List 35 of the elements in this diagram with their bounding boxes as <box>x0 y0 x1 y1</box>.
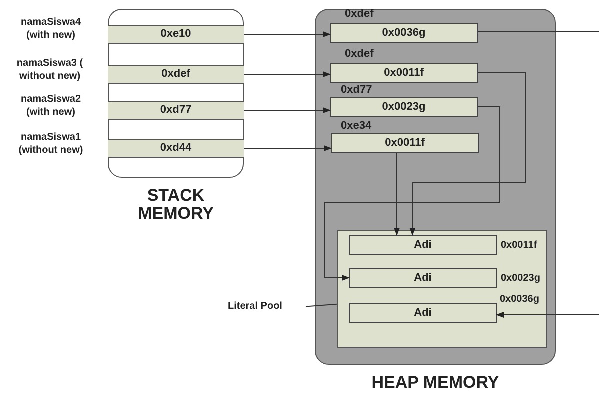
variable-label: namaSiswa1 (without new) <box>18 131 84 157</box>
arrow <box>244 72 331 78</box>
arrow <box>324 106 500 281</box>
address-label: 0xd77 <box>341 84 374 97</box>
variable-label: namaSiswa3 ( without new) <box>16 57 84 83</box>
address-label: 0x0023g <box>501 272 542 285</box>
arrow <box>244 146 332 152</box>
memory-cell: Adi <box>349 268 497 288</box>
address-label: 0x0011f <box>501 239 538 252</box>
memory-cell: Adi <box>349 303 497 323</box>
address-label: 0xdef <box>345 8 375 21</box>
memory-cell: 0x0023g <box>330 97 478 117</box>
memory-cell: 0xe10 <box>108 25 244 44</box>
memory-cell: 0xdef <box>108 65 244 84</box>
variable-label: namaSiswa4 (with new) <box>20 16 82 42</box>
address-label: 0x0036g <box>500 293 540 306</box>
region-label: Literal Pool <box>228 299 306 313</box>
memory-cell: Adi <box>349 235 497 255</box>
memory-cell: 0xd77 <box>108 101 244 120</box>
memory-cell: 0x0036g <box>330 23 478 43</box>
address-label: 0xdef <box>345 48 375 61</box>
memory-cell: 0x0011f <box>331 133 479 153</box>
address-label: 0xe34 <box>341 120 373 133</box>
arrow <box>394 152 400 236</box>
arrow <box>410 72 526 236</box>
memory-heading: HEAP MEMORY <box>370 374 500 392</box>
memory-heading: STACK MEMORY <box>137 187 215 223</box>
arrow <box>496 312 599 318</box>
arrow <box>244 32 331 38</box>
arrow <box>244 108 331 114</box>
leader-line <box>306 304 338 308</box>
memory-cell: 0x0011f <box>330 63 478 83</box>
variable-label: namaSiswa2 (with new) <box>20 93 82 119</box>
memory-cell: 0xd44 <box>108 139 244 158</box>
pool-box <box>337 230 547 348</box>
